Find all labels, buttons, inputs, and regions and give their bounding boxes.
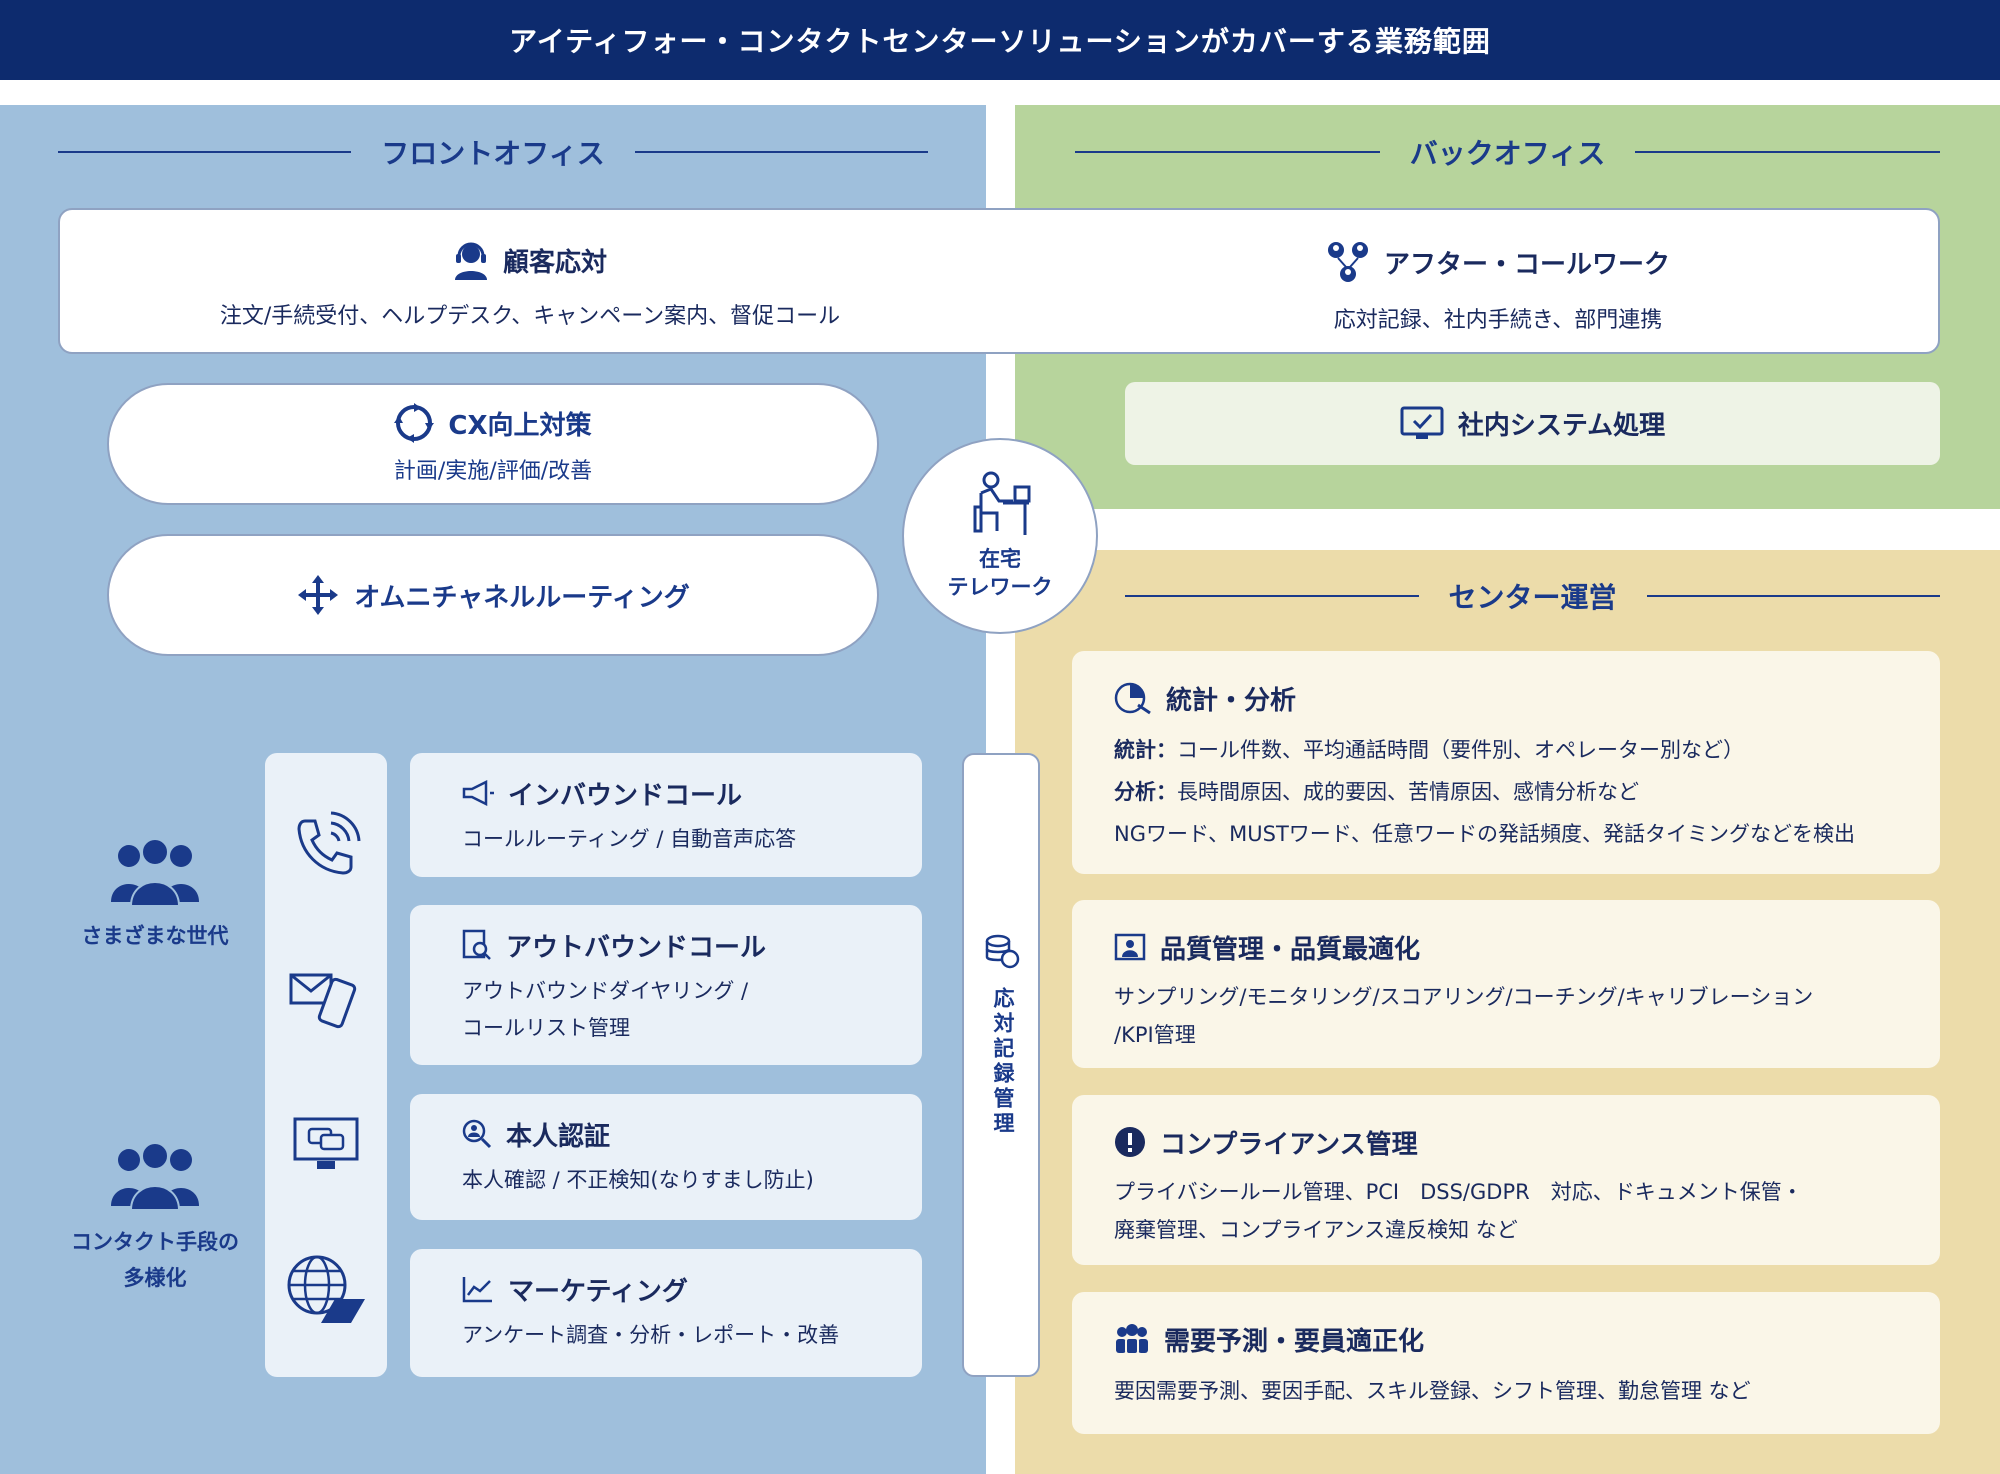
- ops-card-title: コンプライアンス管理: [1160, 1129, 1418, 1160]
- phone-icon: [291, 811, 361, 881]
- inbound-call-card: インバウンドコール コールルーティング / 自動音声応答: [410, 753, 922, 877]
- ops-card-title: 需要予測・要員適正化: [1164, 1326, 1425, 1357]
- top-services-card: 顧客応対 注文/手続受付、ヘルプデスク、キャンペーン案内、督促コール アフター・…: [58, 208, 1940, 354]
- page-title: アイティフォー・コンタクトセンターソリューションがカバーする業務範囲: [0, 0, 2000, 80]
- ops-card-line: プライバシールール管理、PCI DSS/GDPR 対応、ドキュメント保管・: [1114, 1180, 1803, 1204]
- telework-line1: 在宅: [979, 547, 1021, 571]
- ops-card-line: サンプリング/モニタリング/スコアリング/コーチング/キャリブレーション: [1114, 985, 1814, 1009]
- front-office-heading-text: フロントオフィス: [381, 137, 605, 170]
- customer-support-block: 顧客応対 注文/手続受付、ヘルプデスク、キャンペーン案内、督促コール: [140, 240, 920, 330]
- channel-desc-line: コールリスト管理: [462, 1016, 630, 1040]
- contact-methods-label-2: 多様化: [123, 1266, 187, 1290]
- ops-card-line: 統計：コール件数、平均通話時間（要件別、オペレーター別など）: [1114, 738, 1744, 762]
- channel-desc: 本人確認 / 不正検知(なりすまし防止): [462, 1168, 814, 1192]
- megaphone-icon: [462, 780, 494, 806]
- front-office-heading: フロントオフィス: [58, 132, 929, 172]
- channel-title: マーケティング: [508, 1276, 688, 1307]
- internal-system-title: 社内システム処理: [1457, 411, 1666, 441]
- exclamation-icon: [1114, 1126, 1146, 1158]
- demand-forecast-card: 需要予測・要員適正化 要因需要予測、要因手配、スキル登録、シフト管理、勤怠管理 …: [1072, 1292, 1940, 1434]
- after-call-title: アフター・コールワーク: [1383, 249, 1670, 280]
- ops-card-line: 分析：長時間原因、成的要因、苦情原因、感情分析など: [1114, 780, 1639, 804]
- person-search-icon: [462, 1119, 492, 1149]
- people-network-icon: [1326, 240, 1370, 284]
- outbound-call-card: アウトバウンドコール アウトバウンドダイヤリング / コールリスト管理: [410, 905, 922, 1065]
- desk-worker-icon: [969, 471, 1031, 537]
- generations-label: さまざまな世代: [81, 924, 229, 948]
- customer-support-desc: 注文/手続受付、ヘルプデスク、キャンペーン案内、督促コール: [219, 304, 841, 329]
- channel-title: インバウンドコール: [508, 780, 743, 811]
- people-group-icon: [50, 1142, 260, 1212]
- ops-card-line: 要因需要予測、要因手配、スキル登録、シフト管理、勤怠管理 など: [1114, 1379, 1751, 1403]
- channel-title: アウトバウンドコール: [506, 932, 767, 963]
- cx-desc: 計画/実施/評価/改善: [393, 459, 593, 484]
- omni-title: オムニチャネルルーティング: [354, 582, 690, 613]
- center-operations-heading: センター運営: [1125, 576, 1941, 616]
- channel-title: 本人認証: [506, 1121, 611, 1152]
- ops-card-line: NGワード、MUSTワード、任意ワードの発話頻度、発話タイミングなどを検出: [1114, 822, 1855, 846]
- cx-improvement-pill: CX向上対策 計画/実施/評価/改善: [107, 383, 879, 505]
- id-portrait-icon: [1114, 933, 1146, 961]
- telework-line2: テレワーク: [947, 575, 1053, 599]
- telework-circle: 在宅 テレワーク: [902, 438, 1098, 634]
- contact-methods-block: コンタクト手段の 多様化: [50, 1142, 260, 1296]
- quality-management-card: 品質管理・品質最適化 サンプリング/モニタリング/スコアリング/コーチング/キャ…: [1072, 900, 1940, 1068]
- team-icon: [1114, 1324, 1150, 1354]
- internal-system-box: 社内システム処理: [1125, 382, 1940, 465]
- cx-title: CX向上対策: [448, 410, 592, 441]
- stats-analysis-card: 統計・分析 統計：コール件数、平均通話時間（要件別、オペレーター別など） 分析：…: [1072, 651, 1940, 874]
- omnichannel-routing-pill: オムニチャネルルーティング: [107, 534, 879, 656]
- record-management-label: 応対記録管理: [991, 987, 1015, 1137]
- pie-chart-icon: [1114, 681, 1152, 715]
- ops-card-line: 廃棄管理、コンプライアンス違反検知 など: [1114, 1218, 1518, 1242]
- web-globe-icon: [285, 1253, 367, 1325]
- customer-support-title: 顧客応対: [502, 247, 607, 278]
- after-call-block: アフター・コールワーク 応対記録、社内手続き、部門連携: [1108, 240, 1888, 334]
- generations-block: さまざまな世代: [60, 838, 250, 954]
- marketing-card: マーケティング アンケート調査・分析・レポート・改善: [410, 1249, 922, 1377]
- web-chat-icon: [293, 1117, 359, 1173]
- mail-smartphone-icon: [289, 967, 363, 1031]
- channel-desc: アウトバウンドダイヤリング / コールリスト管理: [462, 973, 922, 1047]
- ops-card-line: /KPI管理: [1114, 1023, 1196, 1047]
- headset-icon: [453, 240, 489, 280]
- after-call-desc: 応対記録、社内手続き、部門連携: [1333, 308, 1663, 333]
- back-office-heading: バックオフィス: [1075, 132, 1941, 172]
- channel-desc-line: アウトバウンドダイヤリング /: [462, 979, 749, 1003]
- channel-desc: コールルーティング / 自動音声応答: [462, 827, 797, 851]
- channel-icons-column: [265, 753, 387, 1377]
- routing-arrows-icon: [296, 573, 340, 617]
- record-management-bar: 応対記録管理: [962, 753, 1040, 1377]
- contact-methods-label-1: コンタクト手段の: [71, 1230, 239, 1254]
- people-group-icon: [60, 838, 250, 908]
- coins-icon: [984, 933, 1020, 969]
- document-search-icon: [462, 929, 492, 961]
- line-chart-icon: [462, 1275, 494, 1303]
- monitor-check-icon: [1400, 406, 1444, 442]
- ops-card-title: 統計・分析: [1166, 685, 1297, 716]
- cycle-arrows-icon: [394, 403, 435, 443]
- back-office-heading-text: バックオフィス: [1409, 137, 1606, 170]
- identity-verification-card: 本人認証 本人確認 / 不正検知(なりすまし防止): [410, 1094, 922, 1220]
- channel-desc: アンケート調査・分析・レポート・改善: [462, 1323, 840, 1347]
- ops-card-title: 品質管理・品質最適化: [1160, 934, 1421, 965]
- compliance-management-card: コンプライアンス管理 プライバシールール管理、PCI DSS/GDPR 対応、ド…: [1072, 1095, 1940, 1265]
- center-operations-heading-text: センター運営: [1448, 581, 1617, 614]
